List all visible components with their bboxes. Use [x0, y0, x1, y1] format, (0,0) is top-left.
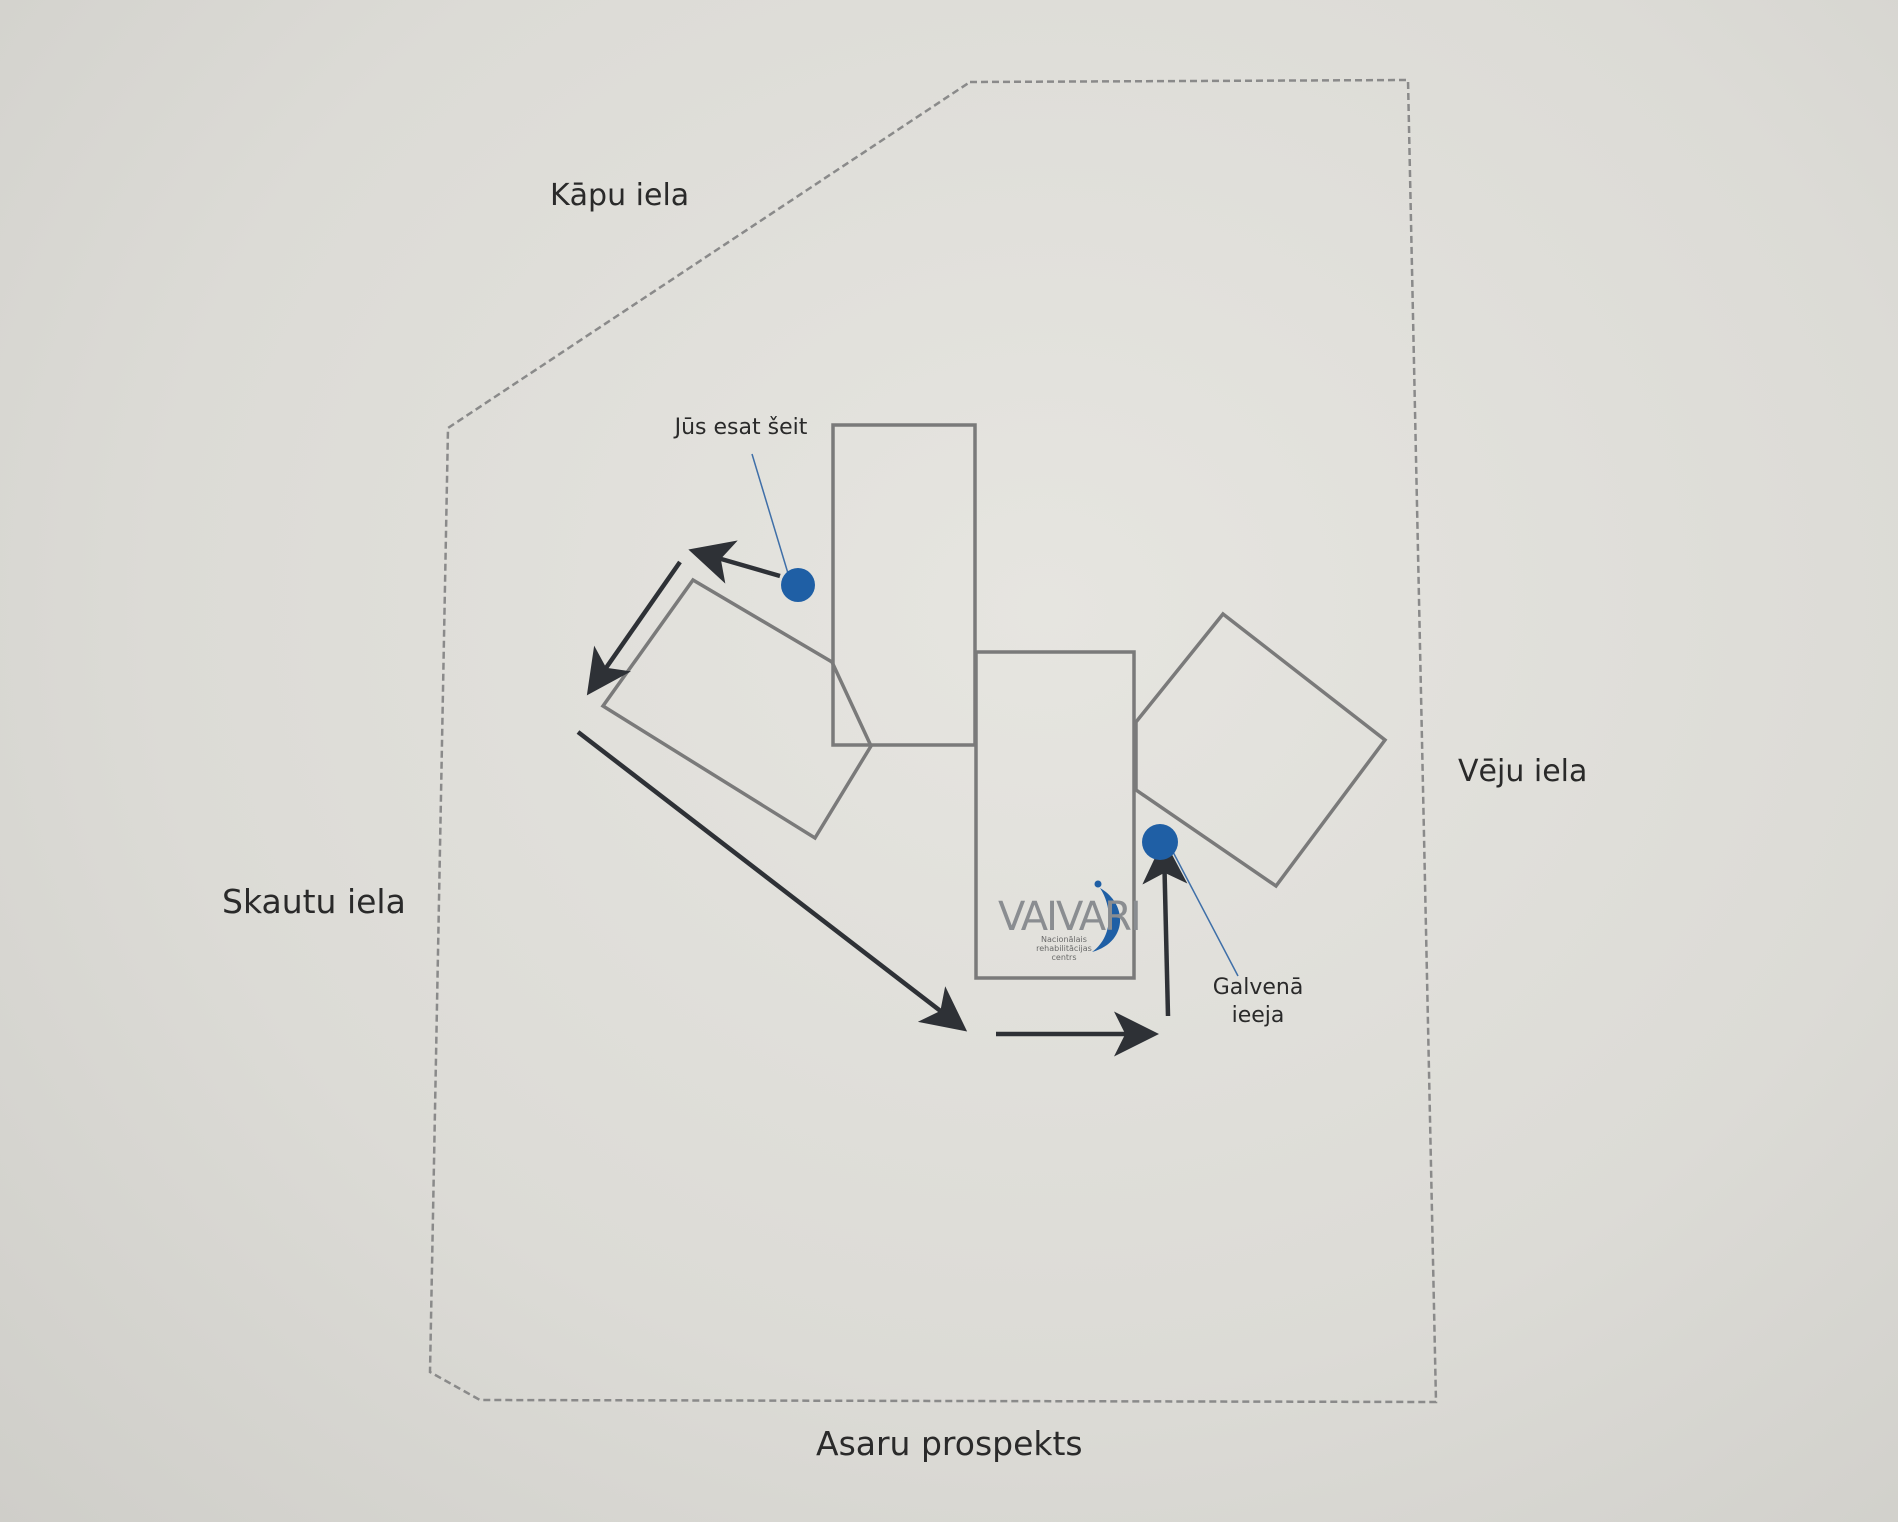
route-arrow-1 [688, 540, 781, 584]
building-north [831, 423, 977, 747]
street-label-west: Skautu iela [222, 882, 406, 921]
main-entrance-label-line1: Galvenā [1212, 975, 1304, 1000]
logo-subtitle-line2: rehabilitācijas [1036, 944, 1092, 953]
you-are-here-label: Jūs esat šeit [674, 415, 808, 440]
main-entrance-label-line2: ieeja [1231, 1003, 1285, 1028]
route-arrow-3 [576, 730, 968, 1032]
logo-subtitle-line3: centrs [1052, 953, 1077, 962]
logo-name: VAIVARI [998, 894, 1140, 940]
building-center [974, 650, 1136, 980]
main-entrance-label: Galvenā ieeja [1198, 974, 1318, 1030]
route-arrow-5 [1142, 839, 1188, 1017]
street-label-south: Asaru prospekts [816, 1424, 1083, 1463]
street-label-north: Kāpu iela [550, 178, 690, 213]
logo-dot-icon [1094, 880, 1102, 888]
route-arrow-2 [586, 560, 682, 696]
site-boundary [428, 78, 1438, 1404]
main-entrance-pointer [1171, 849, 1239, 977]
logo-swoosh-icon [1092, 888, 1121, 952]
building-west [600, 577, 873, 841]
you-are-here-marker [781, 568, 815, 602]
you-are-here-pointer [751, 453, 791, 581]
logo-subtitle-line1: Nacionālais [1041, 935, 1087, 944]
main-entrance-marker [1142, 824, 1178, 860]
building-east [1134, 611, 1388, 889]
street-label-east: Vēju iela [1458, 754, 1588, 789]
